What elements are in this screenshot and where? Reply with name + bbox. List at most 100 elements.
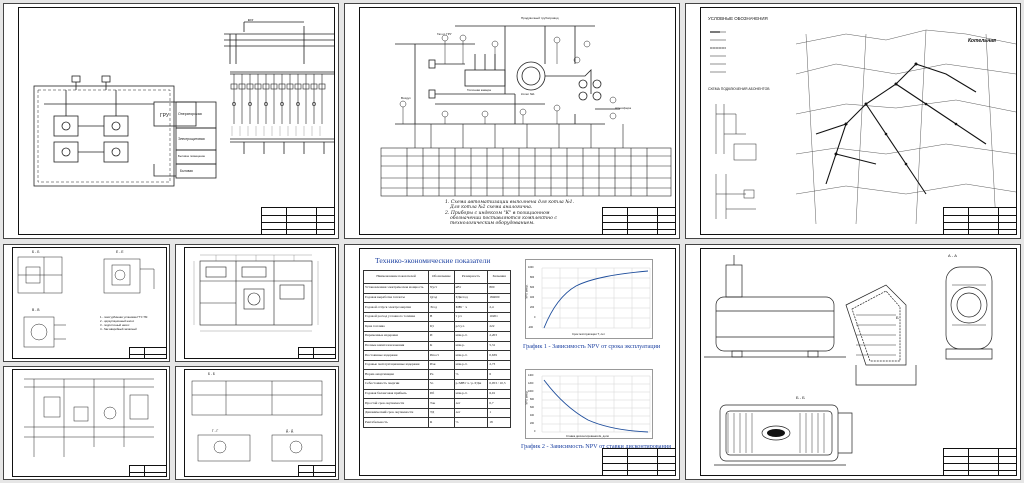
- title-block: [261, 207, 335, 235]
- row-symbol: Пб: [428, 388, 455, 400]
- section-label: Г - Г: [212, 429, 219, 433]
- label-boiler: Котел №1: [521, 92, 535, 96]
- sheet-frame: [700, 7, 1017, 235]
- row-unit: млн.р./г.: [453, 359, 489, 371]
- sheet-frame: [184, 247, 336, 359]
- row-value: 0,639: [487, 350, 511, 361]
- note-line: технологическим оборудованием.: [450, 221, 535, 227]
- row-name: Простой срок окупаемости: [363, 398, 429, 409]
- npv-vs-discount-chart: 1400 1200 1000 800 600 400 200 0 NPV, мл…: [525, 369, 653, 439]
- drawing-sheet-6b[interactable]: Б - Б Г - Г Д - Д: [175, 366, 339, 480]
- section-label: Б - Б: [796, 395, 805, 400]
- drawing-sheet-1[interactable]: ГРУ Операторская Электрощитовая Бытовое …: [3, 3, 339, 239]
- y-tick: 800: [530, 398, 534, 401]
- title-block: [129, 347, 167, 359]
- drawing-sheet-8[interactable]: Б - Б Б А - А: [685, 244, 1021, 480]
- table-header: Наименование показателей Обозначение Раз…: [363, 270, 511, 284]
- room-label-household: Бытовое помещение: [178, 154, 206, 158]
- y-tick: 1400: [528, 374, 534, 377]
- chart1-ylabel: NPV, млн.р.: [525, 284, 529, 299]
- sheet3-drawing: [710, 29, 1017, 225]
- row-unit: т у.т.: [453, 311, 489, 323]
- chart1-caption: График 1 - Зависимость NPV от срока эксп…: [523, 343, 661, 350]
- row-unit: %: [453, 417, 489, 428]
- sheet-frame: [359, 248, 676, 476]
- title-block: [298, 465, 336, 477]
- y-tick: 1000: [528, 390, 534, 393]
- row-symbol: Nуст: [428, 283, 455, 294]
- drawing-sheet-7[interactable]: Технико-экономические показатели Наимено…: [344, 244, 680, 480]
- row-value: 1: [487, 407, 511, 419]
- row-name: Годовая выработка теплоты: [363, 292, 429, 304]
- row-unit: лет: [453, 398, 489, 409]
- title-block: [129, 465, 167, 477]
- label-purge-line: Продувочный трубопровод: [521, 16, 559, 20]
- sheet-frame: [12, 247, 167, 359]
- row-symbol: Pа: [428, 369, 455, 380]
- boiler-house-label: Котельная: [968, 38, 996, 44]
- y-tick: 400: [530, 296, 535, 299]
- drawing-sheet-4[interactable]: Б - Б Е - Е В - В 1 - газотурбинная уста…: [3, 244, 170, 362]
- row-name: Годовые эксплуатационные издержки: [363, 359, 429, 371]
- row-name: Себестоимость энергии: [363, 378, 429, 390]
- section-label: Б - Б: [208, 372, 216, 376]
- legend-item: 2 - циркуляционный насос: [100, 319, 135, 323]
- row-symbol: И: [428, 330, 455, 342]
- row-unit: МВт · ч: [453, 302, 489, 313]
- view-label: Б: [896, 315, 899, 320]
- row-value: 184000: [487, 292, 511, 304]
- legend-item: 3 - подпиточный насос: [100, 323, 130, 327]
- label-furnace: Топочная камера: [467, 88, 491, 92]
- row-symbol: Ипост: [428, 350, 455, 361]
- row-name: Рентабельность: [363, 417, 429, 428]
- sheet-frame: [12, 369, 167, 477]
- row-name: Цена топлива: [363, 321, 429, 332]
- note-line: Для котла №2 схема аналогична.: [450, 205, 533, 211]
- row-unit: млн.р./г.: [453, 388, 489, 400]
- drawing-sheet-5[interactable]: [175, 244, 339, 362]
- row-unit: млн.р./г.: [453, 350, 489, 361]
- row-symbol: В: [428, 311, 455, 323]
- y-tick: 400: [530, 414, 534, 417]
- section-label: В - В: [32, 308, 40, 312]
- chart1-xlabel: Срок эксплуатации Т, лет: [572, 332, 605, 336]
- automation-notes: 1. Схема автоматизации выполнена для кот…: [445, 200, 574, 226]
- chart2-caption: График 2 - Зависимость NPV от ставки дис…: [521, 443, 671, 450]
- row-symbol: Sэ: [428, 378, 455, 390]
- sheet6-drawing: [24, 378, 154, 457]
- chart1-svg: [541, 267, 651, 329]
- chart1-curve: [543, 270, 649, 329]
- drawing-sheet-3[interactable]: УСЛОВНЫЕ ОБОЗНАЧЕНИЯ Котельная СХЕМА ПОД…: [685, 3, 1021, 239]
- y-tick: 200: [530, 306, 535, 309]
- legend-item: 4 - бак аварийный запасный: [100, 327, 137, 331]
- row-name: Полные капиталовложения: [363, 340, 429, 352]
- row-name: Установленная электрическая мощность: [363, 283, 429, 294]
- column-header: Значения: [487, 270, 511, 284]
- sheet5-drawing: [193, 254, 319, 332]
- row-unit: млн.р.: [453, 340, 489, 352]
- drawing-sheet-6[interactable]: [3, 366, 170, 480]
- row-value: 2,4: [487, 302, 511, 313]
- tep-table: Наименование показателей Обозначение Раз…: [363, 270, 511, 428]
- row-value: 0,053 / 10,5: [487, 378, 511, 390]
- label-gas-from-gru: Газ от ГРУ: [437, 32, 452, 36]
- row-symbol: Цт: [428, 321, 455, 332]
- row-name: Динамический срок окупаемости: [363, 407, 429, 419]
- row-symbol: Qгод: [428, 292, 455, 304]
- sheet2-drawing: [380, 25, 672, 197]
- row-unit: лет: [453, 407, 489, 419]
- note-line: 1. Схема автоматизации выполнена для кот…: [445, 200, 574, 205]
- row-symbol: ТД: [428, 407, 455, 419]
- room-label-gru: ГРУ: [160, 113, 170, 119]
- drawing-sheet-2[interactable]: Продувочный трубопровод Газ от ГРУ Возду…: [344, 3, 680, 239]
- room-label-operator: Операторская: [178, 112, 202, 116]
- row-unit: р/т.у.т.: [453, 321, 489, 332]
